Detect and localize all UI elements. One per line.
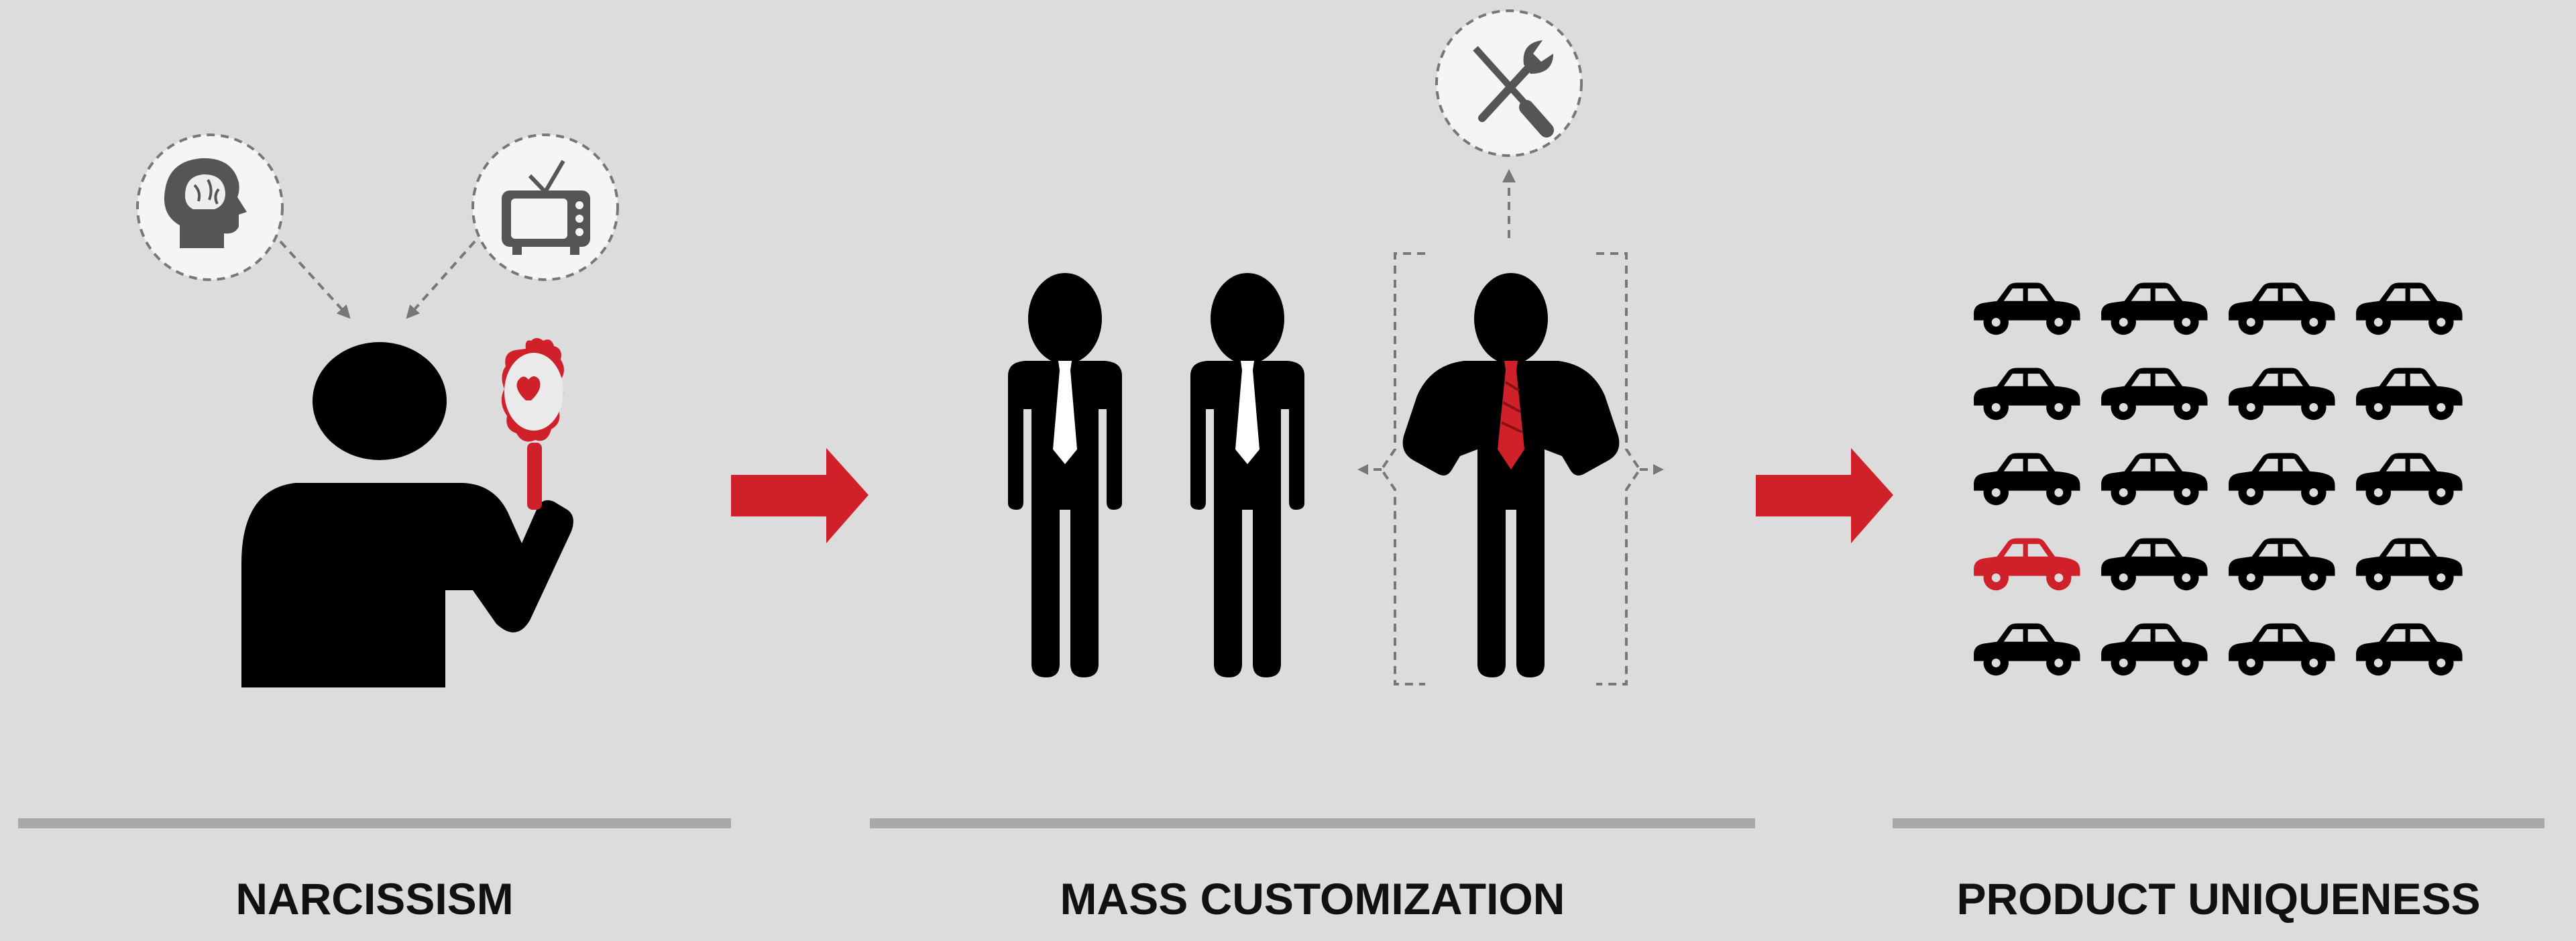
divider-line (1893, 818, 2544, 828)
arrow-right-icon (1756, 448, 1893, 543)
product-uniqueness-section (1974, 282, 2463, 676)
man-white-tie-icon (1190, 273, 1304, 677)
car-icon (2356, 368, 2463, 421)
man-white-tie-icon (1008, 273, 1122, 677)
car-icon (2101, 538, 2208, 591)
car-icon-highlighted (1974, 538, 2080, 591)
section-label-narcissism: NARCISSISM (235, 874, 514, 924)
car-icon (2101, 623, 2208, 676)
arrow-right-icon (731, 448, 869, 543)
car-icon (1974, 368, 2080, 421)
head-brain-icon (136, 133, 284, 281)
car-icon (2229, 368, 2335, 421)
man-red-tie-hands-on-hips-icon (1402, 273, 1620, 677)
tools-icon (1435, 9, 1583, 157)
car-icon (2356, 538, 2463, 591)
car-icon (2356, 282, 2463, 335)
section-label-mass-customization: MASS CUSTOMIZATION (1060, 874, 1565, 924)
car-icon (2101, 282, 2208, 335)
divider-line (18, 818, 731, 828)
car-icon (2229, 538, 2335, 591)
car-icon (2101, 368, 2208, 421)
car-icon (1974, 282, 2080, 335)
car-icon (2229, 282, 2335, 335)
car-icon (2229, 453, 2335, 506)
car-icon (2356, 623, 2463, 676)
mass-customization-section (1008, 9, 1664, 685)
car-icon (1974, 623, 2080, 676)
person-with-mirror-icon (241, 338, 573, 687)
section-label-product-uniqueness: PRODUCT UNIQUENESS (1956, 874, 2481, 924)
divider-line (870, 818, 1755, 828)
car-icon (2101, 453, 2208, 506)
narcissism-section (136, 133, 619, 687)
tv-icon (471, 133, 619, 281)
car-icon (2356, 453, 2463, 506)
car-icon (1974, 453, 2080, 506)
car-icon (2229, 623, 2335, 676)
